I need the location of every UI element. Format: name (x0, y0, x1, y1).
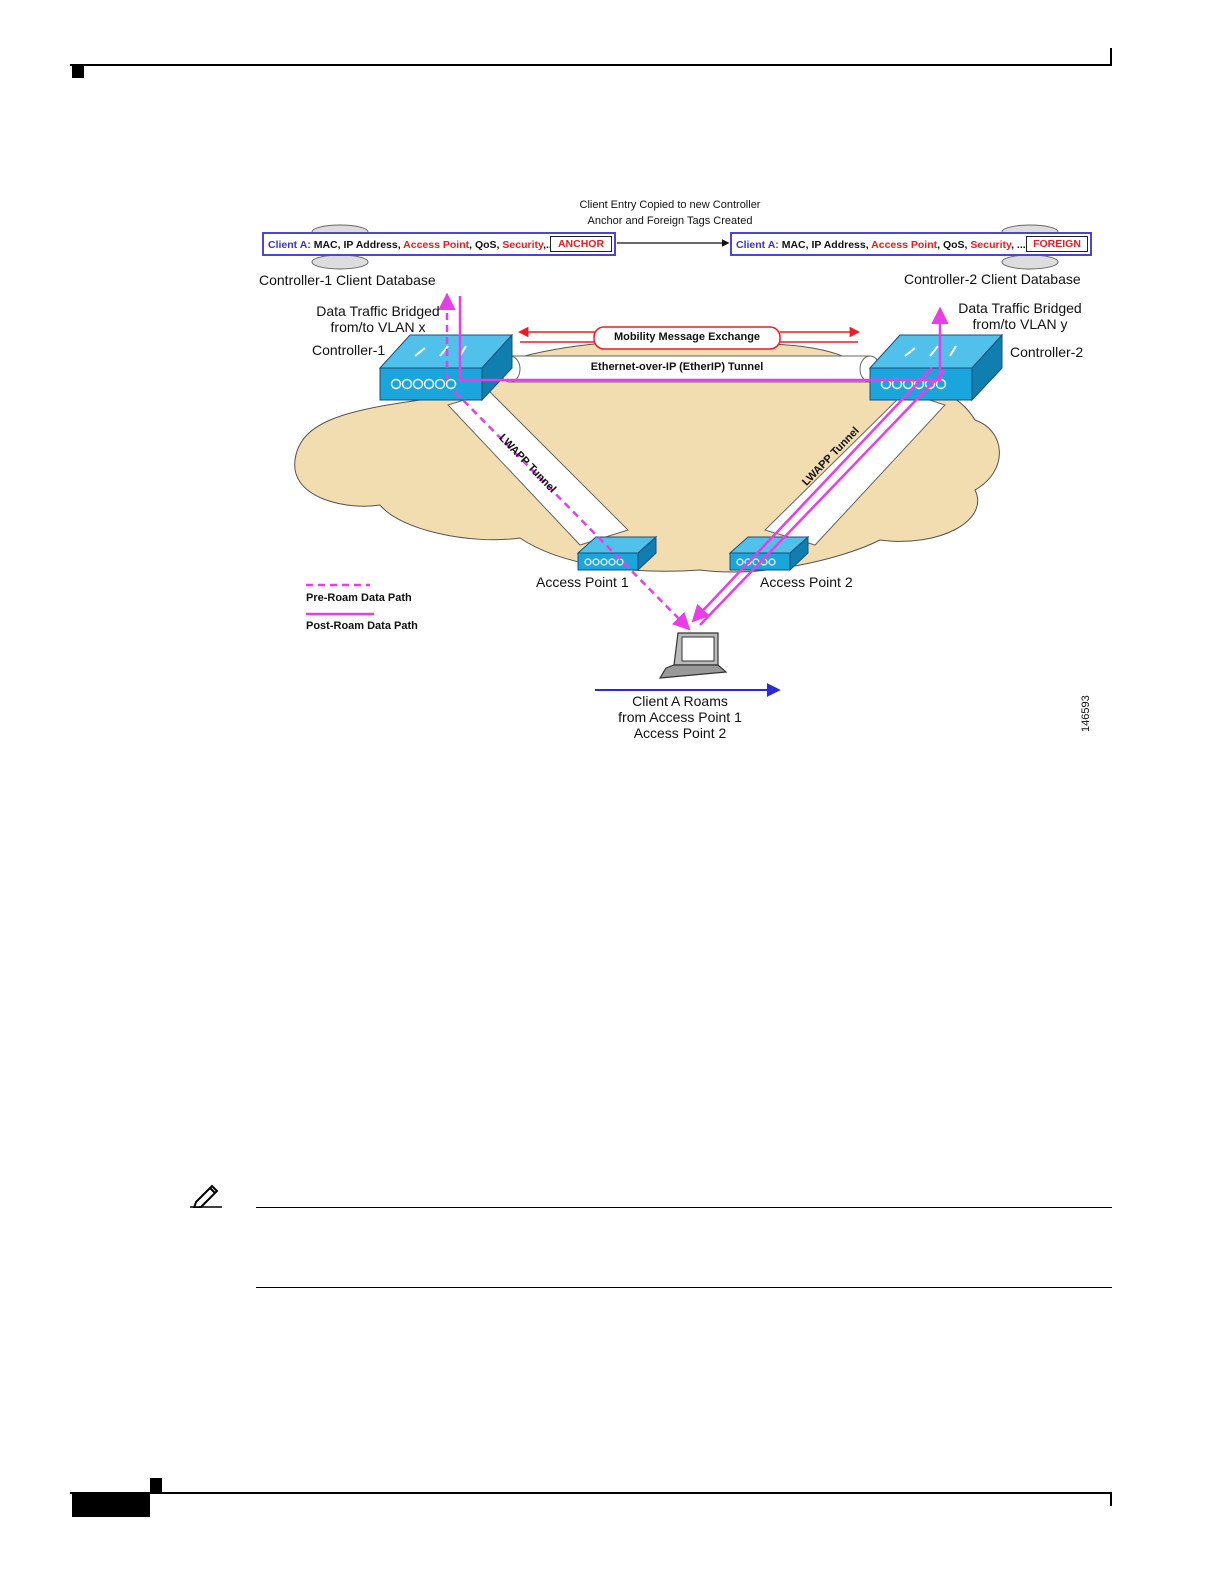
note-rule-bottom (256, 1287, 1112, 1288)
mobility-box (593, 326, 781, 350)
ap1-label: Access Point 1 (536, 574, 629, 590)
post-roam-path (458, 296, 949, 382)
top-caption-line2: Anchor and Foreign Tags Created (587, 215, 753, 227)
laptop-icon (658, 632, 728, 679)
note-rule-top (256, 1207, 1112, 1208)
bridged2-line1: Data Traffic Bridged (958, 300, 1082, 316)
legend-pre-label: Pre-Roam Data Path (306, 592, 412, 604)
mobility-label: Mobility Message Exchange (613, 331, 761, 343)
access-point-1-device (576, 535, 658, 572)
record2-fields-b: , QoS, (937, 239, 971, 251)
footer-tick (1110, 1493, 1112, 1506)
header-marker (72, 66, 84, 78)
legend-post-label: Post-Roam Data Path (306, 620, 418, 632)
record2-access-point: Access Point (871, 239, 938, 251)
figure-id: 146593 (1080, 695, 1092, 732)
record1-client: Client A: (268, 239, 311, 251)
record2-fields-a: MAC, IP Address, (778, 239, 872, 251)
ap2-label: Access Point 2 (760, 574, 853, 590)
record2-security: Security (970, 239, 1012, 251)
anchor-tag: ANCHOR (550, 236, 612, 252)
record2-client: Client A: (736, 239, 779, 251)
record1-fields-c: ,... (543, 239, 555, 251)
bridged1-line2: from/to VLAN x (330, 319, 426, 335)
controller2-record: Client A: MAC, IP Address, Access Point,… (730, 232, 1092, 256)
roaming-diagram (294, 224, 1059, 697)
footer-tab (72, 1493, 150, 1517)
controller-2-device (868, 333, 1004, 402)
header-rule (70, 64, 1112, 66)
header-tick (1110, 48, 1112, 65)
controller1-record: Client A: MAC, IP Address, Access Point,… (262, 232, 616, 256)
db1-cylinder-bottom (311, 254, 369, 270)
bridged1-line1: Data Traffic Bridged (316, 303, 440, 319)
top-caption-line1: Client Entry Copied to new Controller (579, 199, 761, 211)
record1-access-point: Access Point (403, 239, 470, 251)
record2-fields-c: , ... (1011, 239, 1026, 251)
record1-security: Security (502, 239, 544, 251)
record1-fields-a: MAC, IP Address, (310, 239, 404, 251)
etherip-label: Ethernet-over-IP (EtherIP) Tunnel (590, 361, 764, 373)
foreign-tag: FOREIGN (1026, 236, 1088, 252)
pencil-note-icon (190, 1184, 222, 1208)
bridged2-line2: from/to VLAN y (972, 316, 1068, 332)
controller1-label: Controller-1 (312, 342, 386, 358)
db2-cylinder-bottom (1001, 254, 1059, 270)
record1-fields-b: , QoS, (469, 239, 503, 251)
controller2-label: Controller-2 (1010, 344, 1084, 360)
roam-line2: from Access Point 1 (618, 709, 742, 725)
roam-line1: Client A Roams (632, 693, 728, 709)
footer-rule (70, 1492, 1112, 1494)
roam-line3: Access Point 2 (633, 725, 727, 741)
controller2-db-label: Controller-2 Client Database (904, 271, 1081, 287)
footer-marker (150, 1478, 162, 1492)
controller1-db-label: Controller-1 Client Database (259, 272, 436, 288)
